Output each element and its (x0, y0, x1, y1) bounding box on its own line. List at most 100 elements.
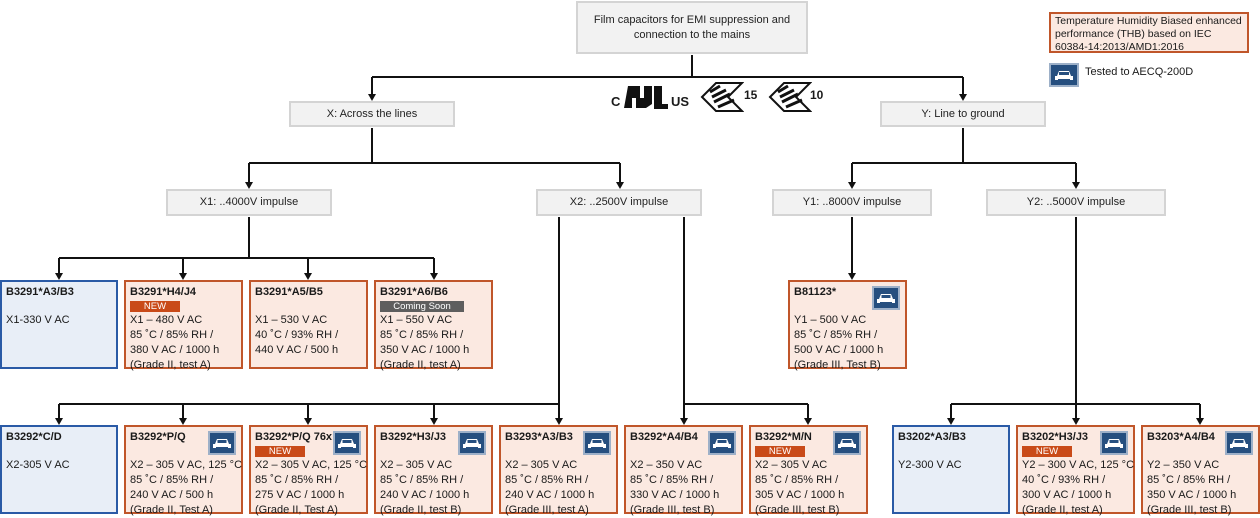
spec-line: X2 – 350 V AC (630, 459, 703, 471)
spacer (6, 300, 112, 313)
arrowhead (179, 273, 187, 280)
coming-soon-badge: Coming Soon (380, 301, 464, 312)
car-icon (458, 431, 486, 455)
spec-line: 240 V AC / 1000 h (505, 489, 595, 501)
arrowhead (179, 418, 187, 425)
arrowhead (959, 94, 967, 101)
arrowhead (55, 273, 63, 280)
spec-line: 240 V AC / 1000 h (380, 489, 470, 501)
branch-y1-node: Y1: ..8000V impulse (772, 189, 932, 216)
arrowhead (304, 273, 312, 280)
cul-suffix: US (671, 94, 690, 109)
part-number: B3292*A4/B4 (630, 431, 698, 443)
spacer (6, 445, 112, 458)
car-icon (708, 431, 736, 455)
arrowhead (680, 418, 688, 425)
spec-line: 85 ˚C / 85% RH / (1147, 474, 1231, 486)
product-card: B3292*A4/B4 X2 – 350 V AC 85 ˚C / 85% RH /… (624, 425, 743, 516)
car-icon (833, 431, 861, 455)
arrowhead (1072, 418, 1080, 425)
cul-prefix: C (611, 94, 621, 109)
arrowhead (848, 182, 856, 189)
spec-line: (Grade II, test A) (1022, 504, 1103, 516)
arrowhead (848, 273, 856, 280)
spec-line: 85 ˚C / 85% RH / (794, 329, 878, 341)
cul-us-logo: C US (611, 82, 701, 112)
spec-line: (Grade III, test A) (505, 504, 589, 516)
part-number: B3293*A3/B3 (505, 431, 573, 443)
car-icon (333, 431, 361, 455)
enec-mark-icon (768, 82, 813, 112)
branch-y2-node: Y2: ..5000V impulse (986, 189, 1166, 216)
spec-line: X1 – 530 V AC (255, 314, 328, 326)
car-icon (583, 431, 611, 455)
spec-line: 85 ˚C / 85% RH / (380, 329, 464, 341)
spec-line: 300 V AC / 1000 h (1022, 489, 1112, 501)
car-icon (208, 431, 236, 455)
spec-line: X2 – 305 V AC (505, 459, 578, 471)
part-number: B3292*H3/J3 (380, 431, 447, 443)
spec-line: 330 V AC / 1000 h (630, 489, 720, 501)
enec-15-logo: 15 (700, 80, 770, 114)
spec-line: (Grade II, Test A) (255, 504, 338, 516)
arrowhead (245, 182, 253, 189)
spec-line: (Grade III, test B) (1147, 504, 1232, 516)
spec-line: Y1 – 500 V AC (794, 314, 867, 326)
arrowhead (55, 418, 63, 425)
spec-line: Y2-300 V AC (898, 459, 962, 471)
part-number: B3291*A3/B3 (6, 286, 74, 298)
spec-line: 85 ˚C / 85% RH / (755, 474, 839, 486)
part-number: B3202*A3/B3 (898, 431, 966, 443)
part-number: B3292*C/D (6, 431, 62, 443)
spec-line: 350 V AC / 1000 h (1147, 489, 1237, 501)
product-card: B3292*M/N NEW X2 – 305 V AC 85 ˚C / 85% RH … (749, 425, 868, 516)
spec-line: 85 ˚C / 85% RH / (505, 474, 589, 486)
spacer (898, 445, 1004, 458)
spec-line: (Grade II, test A) (380, 359, 461, 371)
spec-line: (Grade II, Test A) (130, 504, 213, 516)
part-number: B3292*M/N (755, 431, 812, 443)
enec-10-logo: 10 (768, 80, 838, 114)
product-card: B3293*A3/B3 X2 – 305 V AC 85 ˚C / 85% RH /… (499, 425, 618, 516)
new-badge: NEW (755, 446, 805, 457)
branch-x1-node: X1: ..4000V impulse (166, 189, 332, 216)
spec-line: 305 V AC / 1000 h (755, 489, 845, 501)
arrowhead (555, 418, 563, 425)
spec-line: (Grade III, Test B) (794, 359, 881, 371)
part-number: B3203*A4/B4 (1147, 431, 1215, 443)
spec-line: 500 V AC / 1000 h (794, 344, 884, 356)
arrowhead (616, 182, 624, 189)
spec-line: 275 V AC / 1000 h (255, 489, 345, 501)
spec-line: (Grade II, test A) (130, 359, 211, 371)
spec-line: X2 – 305 V AC (755, 459, 828, 471)
arrowhead (430, 273, 438, 280)
branch-x2-node: X2: ..2500V impulse (536, 189, 702, 216)
new-badge: NEW (255, 446, 305, 457)
spec-line: 380 V AC / 1000 h (130, 344, 220, 356)
spec-line: 85 ˚C / 85% RH / (630, 474, 714, 486)
spec-line: 440 V AC / 500 h (255, 344, 339, 356)
spec-line: X1 – 480 V AC (130, 314, 203, 326)
spec-line: (Grade III, test B) (755, 504, 840, 516)
spec-line: (Grade II, test B) (380, 504, 462, 516)
part-number: B3292*P/Q (130, 431, 186, 443)
car-icon (872, 286, 900, 310)
part-number: B3291*A5/B5 (255, 286, 323, 298)
spec-line: X2 – 305 V AC, 125 °C (255, 459, 368, 471)
part-number: B3202*H3/J3 (1022, 431, 1089, 443)
legend-thb-box: Temperature Humidity Biased enhanced per… (1049, 12, 1249, 53)
spacer (255, 300, 362, 313)
spec-line: X1 – 550 V AC (380, 314, 453, 326)
part-number: B3291*H4/J4 (130, 286, 197, 298)
root-node: Film capacitors for EMI suppression and … (576, 1, 808, 54)
part-number: B3292*P/Q 76x (255, 431, 333, 443)
spec-line: (Grade III, test B) (630, 504, 715, 516)
arrowhead (304, 418, 312, 425)
